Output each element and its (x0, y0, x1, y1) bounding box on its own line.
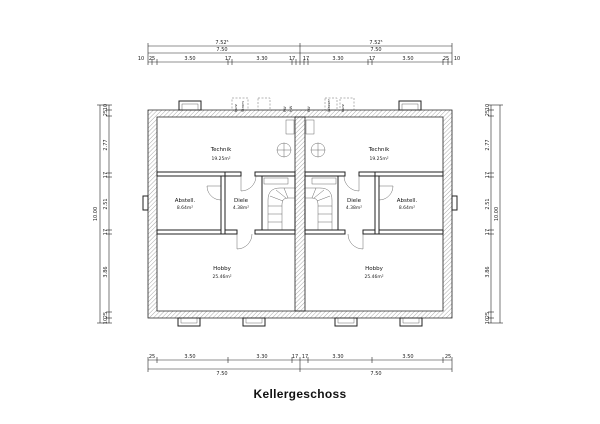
door-left-diele (206, 175, 257, 250)
dim-bottom-1-7: 25 (445, 354, 451, 360)
dim-top-3-3: 17 (225, 56, 231, 62)
room-name: Abstell. (397, 198, 418, 204)
fixture-right-2: Kurz (341, 104, 345, 112)
dim-right-p0: 10 (485, 104, 491, 110)
room-technik-right: Technik 19.25m² (368, 147, 390, 162)
window-bottom-2 (242, 317, 266, 327)
plan-title: Kellergeschoss (254, 387, 347, 401)
window-top-right (398, 100, 422, 111)
dim-bottom-1-1: 3.50 (184, 354, 195, 360)
dim-top-3-0: 10 (138, 56, 144, 62)
room-area: 25.46m² (212, 274, 231, 280)
room-technik-left: Technik 19.25m² (210, 147, 232, 162)
room-name: Technik (210, 147, 232, 153)
right-dimension-chain: 10.00 10 25 2.77 17 2.51 17 3.86 25 10 (485, 104, 503, 324)
dim-top-3-11: 10 (454, 56, 460, 62)
room-name: Technik (368, 147, 390, 153)
dim-bottom-1-0: 25 (149, 354, 155, 360)
dim-top-2a: 7.50 (216, 47, 227, 53)
drain-right (310, 142, 326, 158)
dim-top-3-2: 3.50 (184, 56, 195, 62)
dim-left-p3: 17 (103, 172, 109, 178)
window-bottom-3 (334, 317, 358, 327)
dim-right-p2: 2.77 (485, 139, 491, 150)
fixture-left-2: FW (283, 106, 287, 112)
dim-top-3-1: 25 (149, 56, 155, 62)
dim-top-3-4: 3.30 (256, 56, 267, 62)
room-diele-left: Diele 4.38m² (233, 198, 249, 211)
dim-top-3-8: 17 (369, 56, 375, 62)
room-area: 4.38m² (346, 205, 362, 211)
left-dimension-chain: 10.00 10 25 2.77 17 2.51 17 3.86 25 10 (93, 104, 112, 324)
utility-labels-left: Kurz Strom FW HW (231, 97, 293, 112)
dim-top-3-10: 25 (443, 56, 449, 62)
fixture-left-0: Kurz (234, 104, 238, 112)
dim-top-2b: 7.50 (370, 47, 381, 53)
dim-top-3-7: 3.30 (332, 56, 343, 62)
dim-bottom-1-2: 3.30 (256, 354, 267, 360)
dim-top-1a: 7.52⁵ (215, 40, 228, 46)
stairs-right (304, 175, 339, 231)
dim-bottom-1-4: 17 (302, 354, 308, 360)
dim-top-3-5: 17 (289, 56, 295, 62)
dim-right-p3: 17 (485, 172, 491, 178)
room-area: 8.64m² (399, 205, 415, 211)
dim-bottom-1-3: 17 (292, 354, 298, 360)
window-top-left (178, 100, 202, 111)
dim-left-p5: 17 (103, 229, 109, 235)
building (142, 100, 458, 327)
dim-bottom-1-6: 3.50 (402, 354, 413, 360)
room-name: Diele (347, 198, 362, 204)
dim-left-outer: 10.00 (93, 207, 99, 221)
room-area: 19.25m² (211, 156, 230, 162)
room-name: Abstell. (175, 198, 196, 204)
drain-left (276, 142, 292, 158)
dim-left-p7: 25 (103, 312, 109, 318)
room-diele-right: Diele 4.38m² (346, 198, 362, 211)
room-hobby-left: Hobby 25.46m² (212, 266, 231, 280)
dim-right-p6: 3.86 (485, 266, 491, 277)
dim-right-p4: 2.51 (485, 198, 491, 209)
dim-left-p0: 10 (103, 104, 109, 110)
dim-left-p2: 2.77 (103, 139, 109, 150)
dim-right-p1: 25 (485, 110, 491, 116)
dim-right-p7: 25 (485, 312, 491, 318)
bottom-dimension-chain: 25 3.50 3.30 17 17 3.30 3.50 25 7.50 7.5… (147, 354, 453, 377)
room-area: 4.38m² (233, 205, 249, 211)
room-hobby-right: Hobby 25.46m² (364, 266, 383, 280)
dim-left-p1: 25 (103, 110, 109, 116)
dim-bottom-2a: 7.50 (216, 371, 227, 377)
fixture-left-3: HW (289, 105, 293, 112)
room-name: Hobby (213, 266, 231, 272)
room-abstell-right: Abstell. 8.64m² (397, 198, 418, 211)
dim-bottom-2b: 7.50 (370, 371, 381, 377)
dim-left-p6: 3.86 (103, 266, 109, 277)
window-bottom-1 (177, 317, 201, 327)
window-bottom-4 (399, 317, 423, 327)
dim-top-3-9: 3.50 (402, 56, 413, 62)
room-area: 25.46m² (364, 274, 383, 280)
dim-left-p4: 2.51 (103, 198, 109, 209)
stairs-left (261, 175, 296, 231)
dim-left-p8: 10 (103, 318, 109, 324)
room-area: 19.25m² (369, 156, 388, 162)
utility-labels-right: FW Wasser Kurz (307, 97, 355, 112)
room-abstell-left: Abstell. 8.64m² (175, 198, 196, 211)
door-right-diele (343, 175, 394, 250)
dim-top-1b: 7.52⁵ (369, 40, 382, 46)
fixture-right-0: FW (307, 106, 311, 112)
fixture-left-1: Strom (241, 101, 245, 112)
fixture-right-1: Wasser (327, 99, 331, 112)
dim-right-outer: 10.00 (494, 207, 500, 221)
room-name: Hobby (365, 266, 383, 272)
dim-right-p5: 17 (485, 229, 491, 235)
room-area: 8.64m² (177, 205, 193, 211)
top-dimension-chain: 7.52⁵ 7.52⁵ 7.50 7.50 10 25 3.50 17 3.30… (138, 40, 460, 65)
room-name: Diele (234, 198, 249, 204)
dim-top-3-6: 17 (303, 56, 309, 62)
dim-right-p8: 10 (485, 318, 491, 324)
dim-bottom-1-5: 3.30 (332, 354, 343, 360)
